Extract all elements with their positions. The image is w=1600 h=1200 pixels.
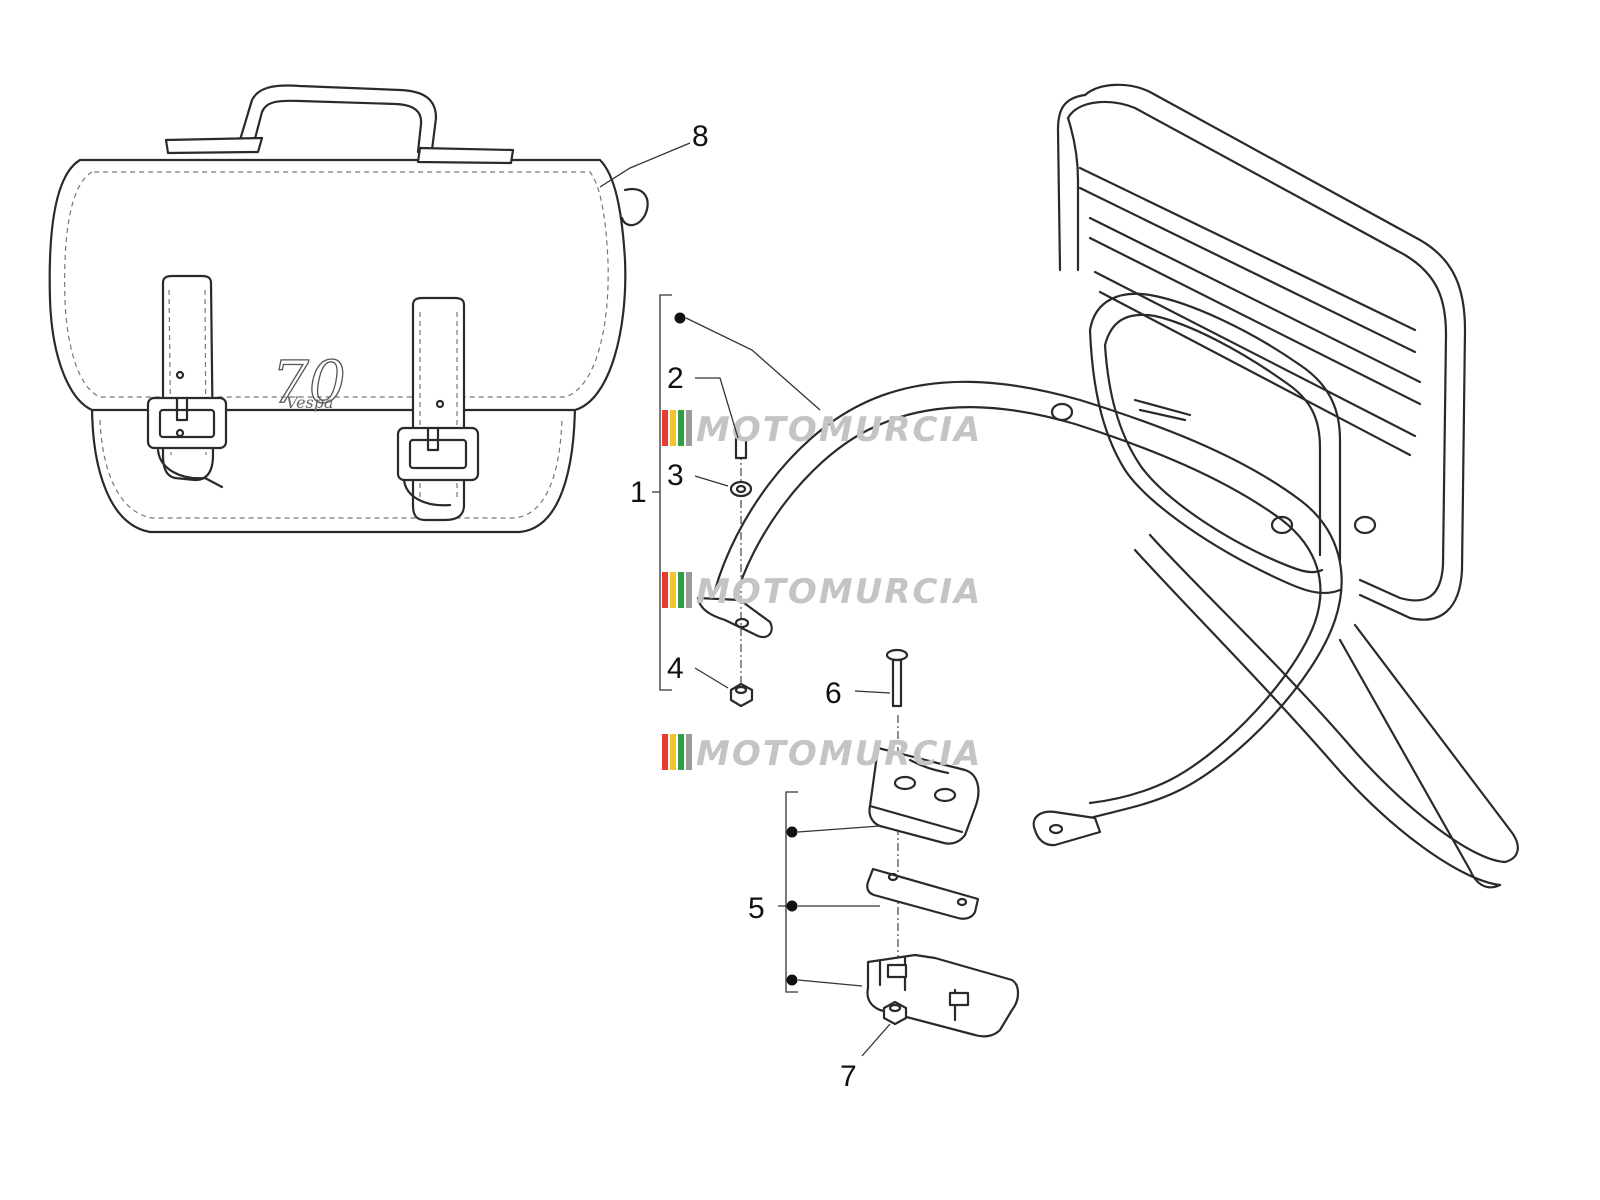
watermark-stripe [678, 572, 684, 608]
front-fastener-set [729, 436, 754, 708]
vespa-70-logo: 70 Vespa [271, 347, 346, 416]
watermark-stripe [686, 734, 692, 770]
callout-2: 2 [667, 362, 684, 395]
watermark-text: MOTOMURCIA [696, 410, 982, 450]
watermark-stripe [662, 734, 668, 770]
callout-8: 8 [692, 120, 709, 153]
leader-lines [599, 142, 891, 1057]
saddle-bag: 70 Vespa [48, 84, 649, 534]
svg-text:70: 70 [272, 348, 346, 416]
watermark-stripe [670, 734, 676, 770]
svg-text:Vespa: Vespa [286, 393, 334, 412]
watermark-text: MOTOMURCIA [696, 572, 982, 612]
callout-1: 1 [630, 476, 647, 509]
group-bracket-5 [778, 791, 798, 993]
watermark-stripe [678, 734, 684, 770]
watermark-stripe [686, 572, 692, 608]
watermark-stripe [662, 410, 668, 446]
watermark-stripe [678, 410, 684, 446]
watermark-stripe [670, 410, 676, 446]
watermark-stripe [686, 410, 692, 446]
callout-4: 4 [667, 652, 684, 685]
clamp-assembly [866, 648, 1020, 1038]
group-bracket-1 [652, 294, 672, 691]
callout-7: 7 [840, 1060, 857, 1093]
callout-6: 6 [825, 677, 842, 710]
watermark-stripe [662, 572, 668, 608]
watermark-3: MOTOMURCIA [662, 734, 982, 774]
callout-5: 5 [748, 892, 765, 925]
watermark-stripe [670, 572, 676, 608]
watermark-text: MOTOMURCIA [696, 734, 982, 774]
rear-rack [696, 83, 1519, 889]
watermark-1: MOTOMURCIA [662, 410, 982, 450]
watermark-2: MOTOMURCIA [662, 572, 982, 612]
callout-3: 3 [667, 459, 684, 492]
